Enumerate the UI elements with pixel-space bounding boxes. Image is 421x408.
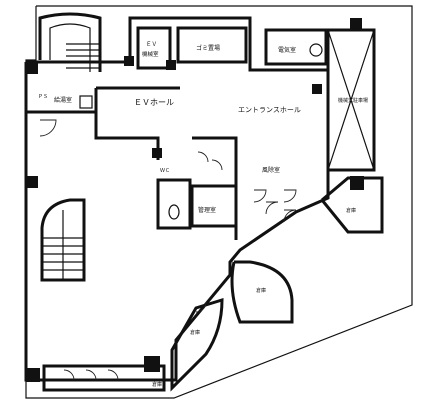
label-storage-lower-right: 倉庫 <box>256 287 266 294</box>
upper-stairs <box>66 43 100 69</box>
bottom-storage <box>42 364 166 392</box>
label-guard: 管理室 <box>198 206 216 214</box>
lower-storage-left <box>170 297 224 392</box>
label-pantry: 給湯室 <box>54 96 72 104</box>
label-hall: 風除室 <box>262 166 280 174</box>
label-ev-machine: ＥＶ機械室 <box>142 41 159 58</box>
toilet-icon <box>168 204 180 220</box>
label-parking-machine: 機械式駐車場 <box>338 97 368 104</box>
label-storage-lower-left: 倉庫 <box>190 329 200 336</box>
upper-corridor-wall <box>38 12 102 72</box>
label-storage-right: 倉庫 <box>346 207 356 214</box>
sink-icon <box>79 95 93 109</box>
ev-machine-room <box>136 26 172 70</box>
lower-storage-right <box>230 260 294 324</box>
label-ps: ＰＳ <box>38 94 48 100</box>
doors <box>39 119 297 381</box>
electric-fixture-icon <box>309 43 323 57</box>
trash-room <box>176 26 248 64</box>
left-stairs-wall <box>40 198 86 282</box>
wc-room <box>156 178 192 230</box>
upper-corridor-inner <box>49 23 91 72</box>
left-stairs <box>42 210 84 280</box>
guard-room <box>190 184 238 228</box>
label-electric: 電気室 <box>278 46 296 54</box>
columns <box>26 18 364 382</box>
label-wc: ＷＣ <box>160 168 170 174</box>
label-entrance-hall: エントランスホール <box>238 106 301 114</box>
label-ev-hall: ＥＶホール <box>134 98 174 107</box>
site-boundary <box>25 5 413 399</box>
right-storage-wall <box>320 176 384 234</box>
label-storage-bottom: 倉庫 <box>152 381 162 388</box>
label-trash: ゴミ置場 <box>196 44 220 52</box>
electric-room <box>264 28 328 66</box>
main-building-wall <box>24 16 330 382</box>
